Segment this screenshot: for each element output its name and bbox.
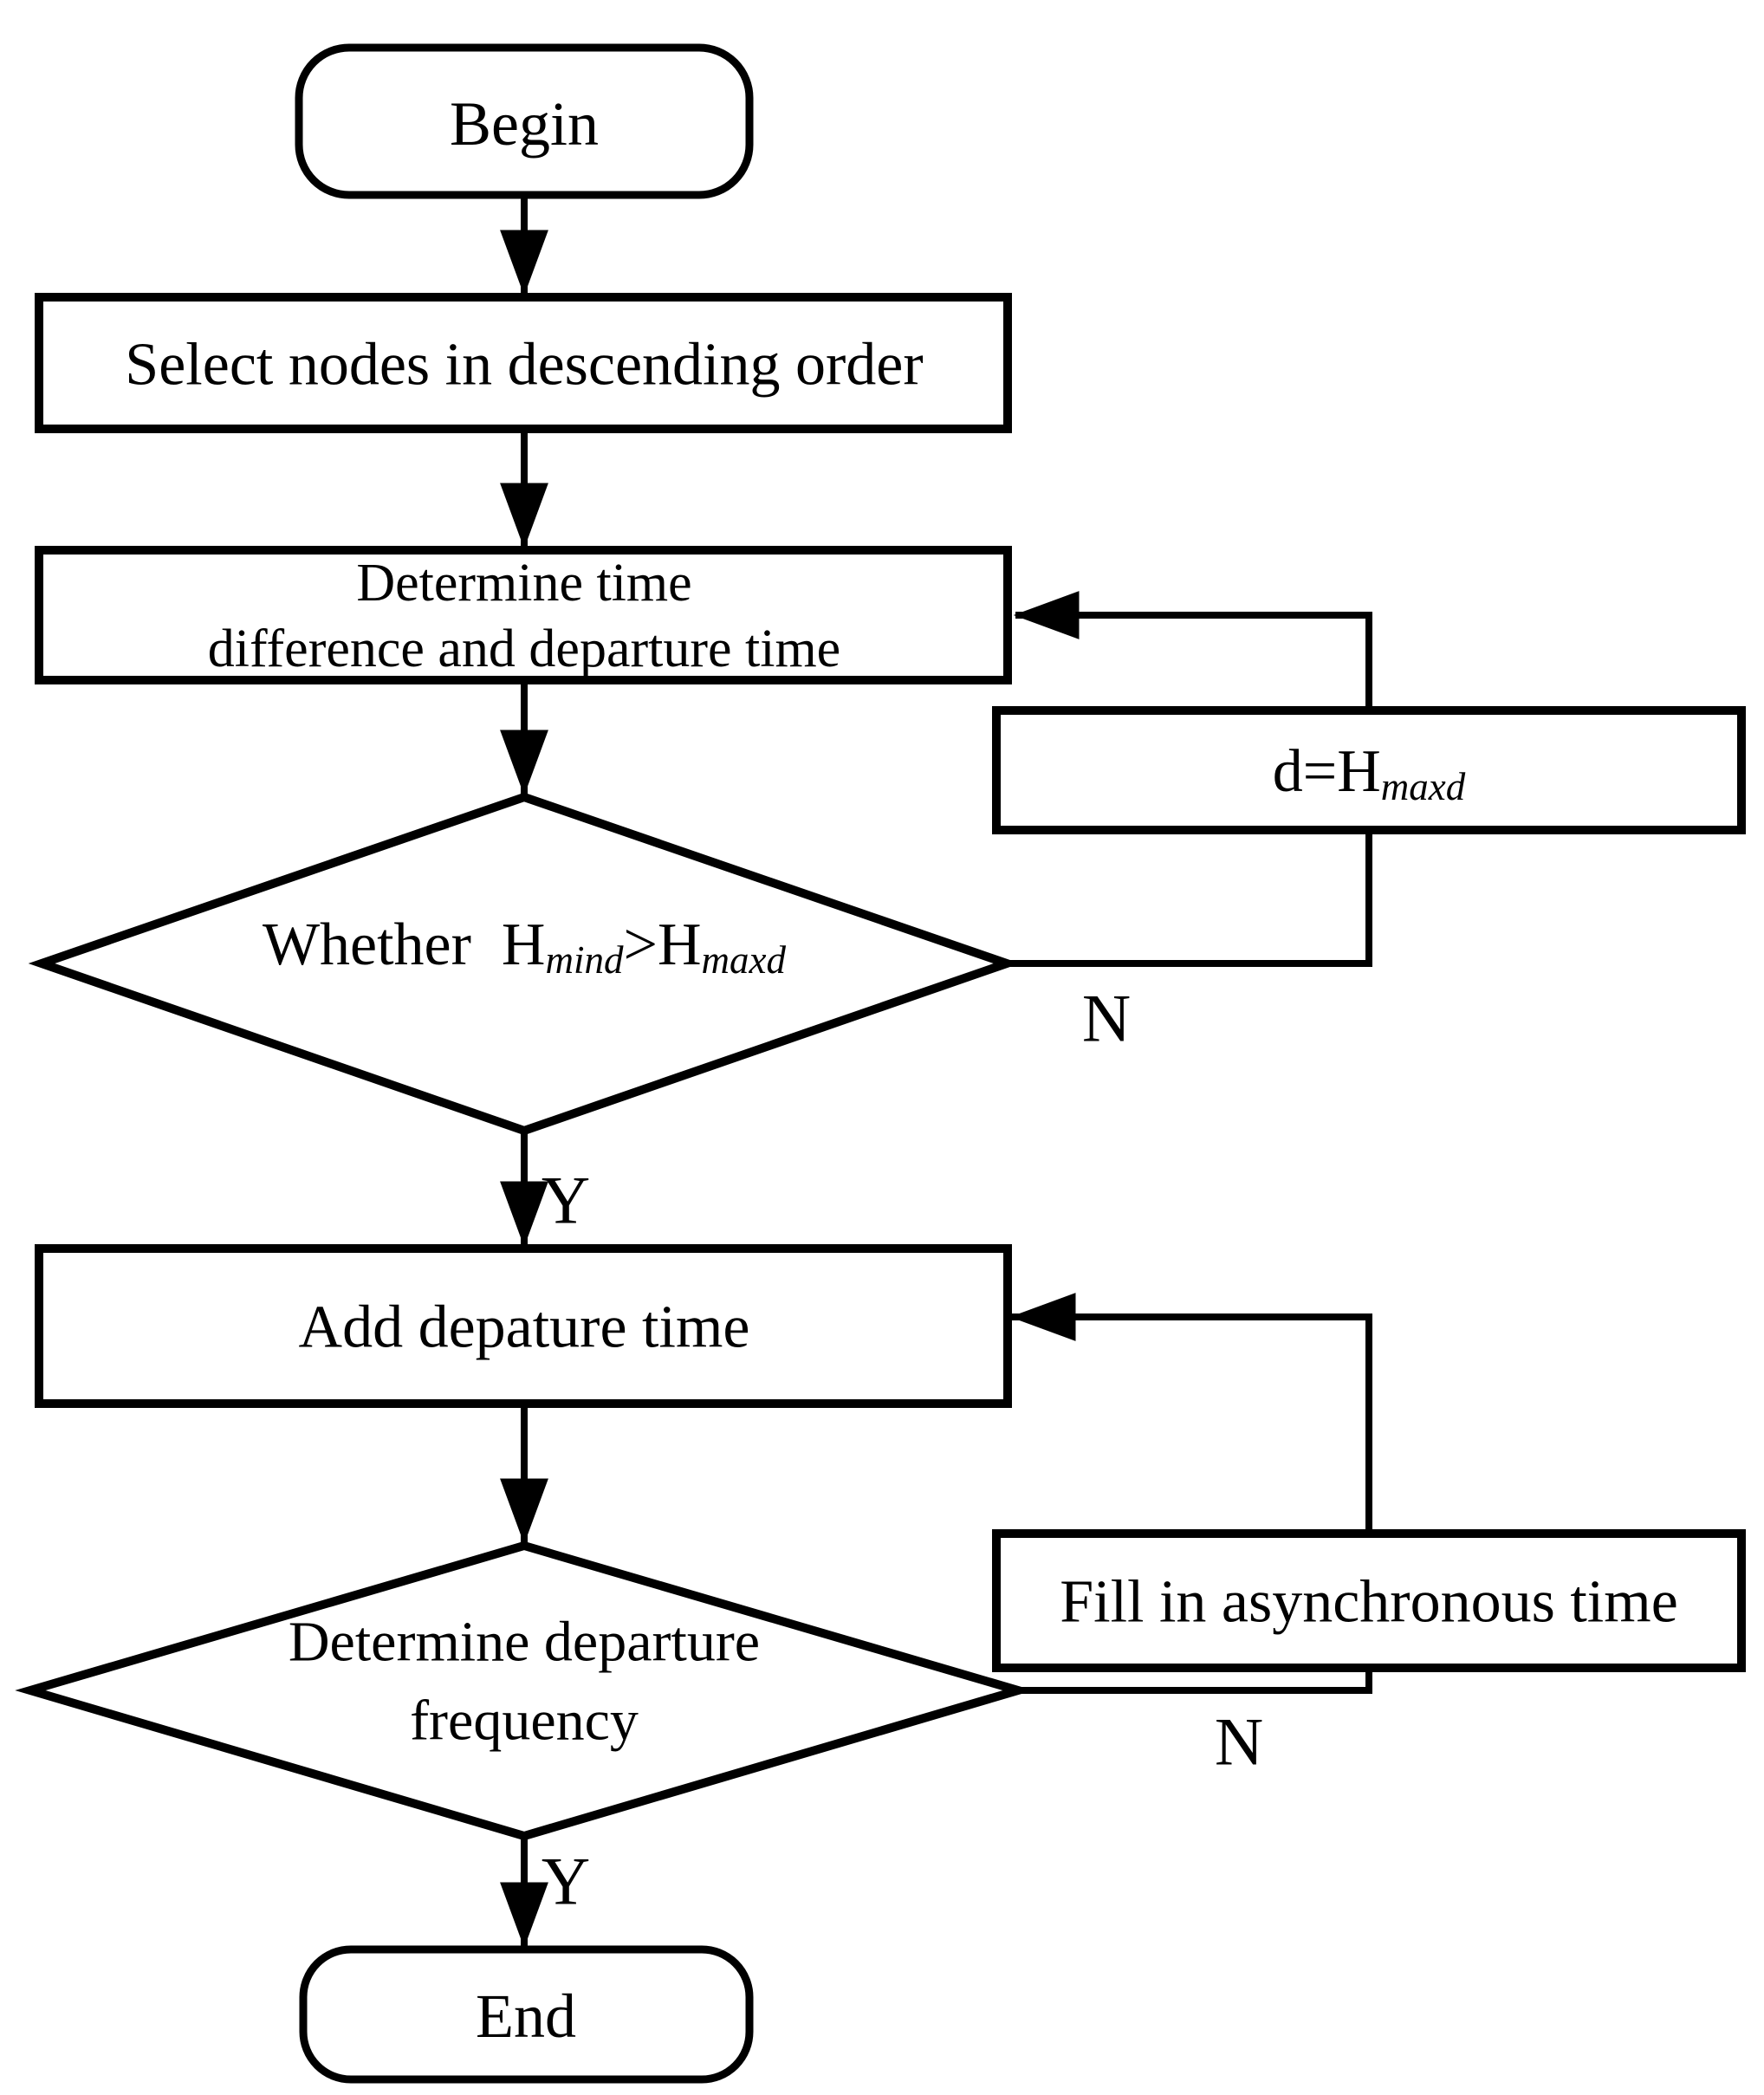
decision-headway-sub1: mind xyxy=(546,938,625,982)
edge-fill-to-add xyxy=(1009,1293,1372,1534)
add-departure-label: Add depature time xyxy=(299,1294,750,1361)
begin-label: Begin xyxy=(450,89,599,159)
end-terminator xyxy=(299,1945,754,2084)
decision-frequency-diamond xyxy=(15,1540,1034,1841)
edge-assign-to-determine xyxy=(1013,591,1372,710)
decision-frequency-label-line2: frequency xyxy=(410,1690,639,1753)
determine-time-label-line1: Determine time xyxy=(356,554,691,613)
select-nodes-label: Select nodes in descending order xyxy=(125,332,923,399)
decision-headway-label: Whether Hmind>Hmaxd xyxy=(263,911,787,983)
end-label: End xyxy=(476,1981,576,2051)
decision-headway-sub2: maxd xyxy=(702,938,787,982)
edge-decision1-no-to-assign xyxy=(1002,830,1372,967)
edge-decision2-no-to-fill xyxy=(1014,1668,1372,1694)
assign-d-label: d=Hmaxd xyxy=(1273,738,1466,809)
determine-time-process xyxy=(35,546,1012,684)
decision-headway-diamond xyxy=(28,792,1021,1136)
decision2-no-label: N xyxy=(1215,1704,1263,1780)
decision2-yes-label: Y xyxy=(542,1844,590,1919)
decision1-no-label: N xyxy=(1082,981,1131,1056)
select-nodes-process xyxy=(35,293,1012,433)
decision-headway-part2: >H xyxy=(624,911,702,978)
fill-async-label: Fill in asynchronous time xyxy=(1060,1569,1678,1636)
decision-headway-part1: Whether H xyxy=(263,911,546,978)
determine-time-label-line2: difference and departure time xyxy=(208,619,840,678)
add-departure-process xyxy=(35,1244,1012,1408)
assign-d-part1: d=H xyxy=(1273,738,1381,805)
decision1-yes-label: Y xyxy=(542,1163,590,1238)
decision-frequency-label-line1: Determine departure xyxy=(289,1611,760,1674)
begin-terminator xyxy=(295,43,754,199)
assign-d-process xyxy=(992,706,1746,834)
fill-async-process xyxy=(992,1529,1746,1672)
assign-d-sub1: maxd xyxy=(1381,765,1466,808)
